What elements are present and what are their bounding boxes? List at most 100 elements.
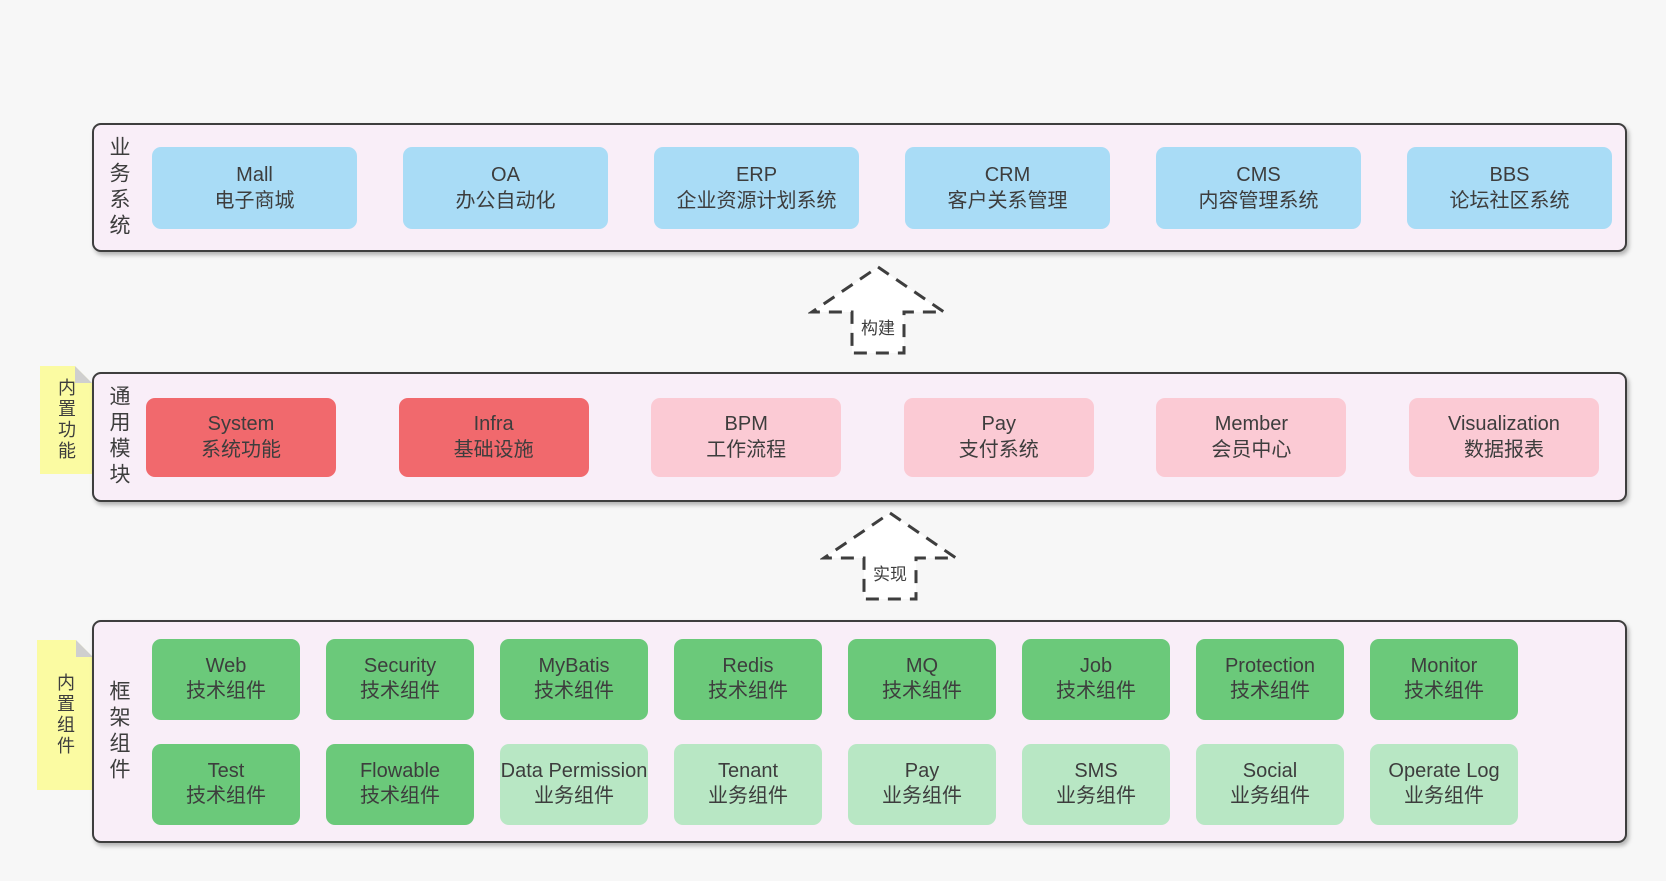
box-name: Infra bbox=[473, 413, 514, 435]
box-subtitle: 技术组件 bbox=[186, 680, 266, 702]
component-box-redis: Redis 技术组件 bbox=[674, 638, 822, 720]
box-subtitle: 办公自动化 bbox=[455, 189, 556, 212]
sticky-note-builtin-components: 内置组件 bbox=[37, 640, 93, 790]
box-name: Social bbox=[1242, 760, 1298, 782]
layer-framework-components: 框架组件 Web 技术组件 Security 技术组件 MyBatis 技术组件… bbox=[92, 620, 1627, 843]
box-name: CRM bbox=[984, 163, 1031, 186]
box-subtitle: 技术组件 bbox=[360, 680, 440, 702]
business-box-mall: Mall 电子商城 bbox=[152, 146, 357, 229]
box-name: Pay bbox=[981, 413, 1017, 435]
box-name: Member bbox=[1214, 413, 1289, 435]
box-subtitle: 技术组件 bbox=[708, 680, 788, 702]
box-subtitle: 技术组件 bbox=[882, 680, 962, 702]
component-box-security: Security 技术组件 bbox=[326, 638, 474, 720]
layer-business-systems: 业务系统 Mall 电子商城 OA 办公自动化 ERP 企业资源计划系统 CRM… bbox=[92, 123, 1627, 252]
components-row-2: Test 技术组件 Flowable 技术组件 Data Permission … bbox=[152, 743, 1625, 825]
business-box-row: Mall 电子商城 OA 办公自动化 ERP 企业资源计划系统 CRM 客户关系… bbox=[142, 125, 1625, 250]
box-subtitle: 电子商城 bbox=[214, 189, 295, 212]
box-name: BBS bbox=[1489, 163, 1530, 186]
box-name: Visualization bbox=[1448, 413, 1560, 435]
box-subtitle: 工作流程 bbox=[706, 439, 787, 461]
box-subtitle: 基础设施 bbox=[453, 439, 534, 461]
box-subtitle: 业务组件 bbox=[1404, 785, 1484, 807]
module-box-bpm: BPM 工作流程 bbox=[651, 397, 842, 477]
business-box-crm: CRM 客户关系管理 bbox=[905, 146, 1110, 229]
box-name: System bbox=[207, 413, 275, 435]
module-box-visualization: Visualization 数据报表 bbox=[1408, 397, 1599, 477]
box-subtitle: 技术组件 bbox=[1056, 680, 1136, 702]
component-box-social: Social 业务组件 bbox=[1196, 743, 1344, 825]
box-name: Job bbox=[1079, 655, 1113, 677]
box-subtitle: 客户关系管理 bbox=[947, 189, 1068, 212]
component-box-mybatis: MyBatis 技术组件 bbox=[500, 638, 648, 720]
box-name: Security bbox=[363, 655, 437, 677]
build-arrow-label: 构建 bbox=[859, 314, 897, 339]
business-box-erp: ERP 企业资源计划系统 bbox=[654, 146, 859, 229]
box-name: OA bbox=[491, 163, 520, 186]
box-name: MQ bbox=[905, 655, 939, 677]
box-name: Mall bbox=[236, 163, 273, 186]
box-subtitle: 企业资源计划系统 bbox=[676, 189, 837, 212]
layer-title: 通用模块 bbox=[94, 374, 142, 500]
component-box-tenant: Tenant 业务组件 bbox=[674, 743, 822, 825]
box-subtitle: 业务组件 bbox=[534, 785, 614, 807]
box-name: Tenant bbox=[717, 760, 779, 782]
up-arrow-icon bbox=[820, 511, 960, 601]
module-box-system: System 系统功能 bbox=[146, 397, 336, 477]
module-box-pay: Pay 支付系统 bbox=[903, 397, 1094, 477]
component-box-job: Job 技术组件 bbox=[1022, 638, 1170, 720]
box-name: Test bbox=[207, 760, 245, 782]
box-subtitle: 技术组件 bbox=[360, 785, 440, 807]
component-box-operate-log: Operate Log 业务组件 bbox=[1370, 743, 1518, 825]
component-box-sms: SMS 业务组件 bbox=[1022, 743, 1170, 825]
implement-arrow-label: 实现 bbox=[871, 560, 909, 585]
module-box-member: Member 会员中心 bbox=[1156, 397, 1347, 477]
business-box-cms: CMS 内容管理系统 bbox=[1156, 146, 1361, 229]
business-box-bbs: BBS 论坛社区系统 bbox=[1407, 146, 1612, 229]
components-rows: Web 技术组件 Security 技术组件 MyBatis 技术组件 Redi… bbox=[142, 622, 1625, 841]
component-box-pay: Pay 业务组件 bbox=[848, 743, 996, 825]
box-name: Pay bbox=[904, 760, 940, 782]
box-name: Operate Log bbox=[1388, 760, 1500, 782]
box-name: Web bbox=[205, 655, 247, 677]
sticky-note-label: 内置功能 bbox=[56, 378, 76, 462]
box-name: BPM bbox=[724, 413, 768, 435]
component-box-flowable: Flowable 技术组件 bbox=[326, 743, 474, 825]
layer-common-modules: 通用模块 System 系统功能 Infra 基础设施 BPM 工作流程 Pay… bbox=[92, 372, 1627, 502]
box-subtitle: 业务组件 bbox=[1230, 785, 1310, 807]
box-name: Monitor bbox=[1410, 655, 1478, 677]
box-subtitle: 技术组件 bbox=[1230, 680, 1310, 702]
box-name: Flowable bbox=[359, 760, 441, 782]
layer-title-text: 框架组件 bbox=[107, 679, 130, 784]
component-box-monitor: Monitor 技术组件 bbox=[1370, 638, 1518, 720]
component-box-protection: Protection 技术组件 bbox=[1196, 638, 1344, 720]
box-subtitle: 论坛社区系统 bbox=[1449, 189, 1570, 212]
module-box-infra: Infra 基础设施 bbox=[398, 397, 589, 477]
layer-title: 业务系统 bbox=[94, 125, 142, 250]
box-name: MyBatis bbox=[538, 655, 610, 677]
up-arrow-icon bbox=[808, 265, 948, 355]
box-subtitle: 支付系统 bbox=[958, 439, 1039, 461]
box-subtitle: 技术组件 bbox=[534, 680, 614, 702]
box-subtitle: 技术组件 bbox=[1404, 680, 1484, 702]
business-box-oa: OA 办公自动化 bbox=[403, 146, 608, 229]
box-subtitle: 业务组件 bbox=[882, 785, 962, 807]
box-subtitle: 数据报表 bbox=[1463, 439, 1544, 461]
box-name: Data Permission bbox=[500, 760, 648, 782]
box-subtitle: 系统功能 bbox=[201, 439, 281, 461]
layer-title-text: 通用模块 bbox=[107, 385, 130, 489]
box-subtitle: 内容管理系统 bbox=[1198, 189, 1319, 212]
box-name: SMS bbox=[1074, 760, 1118, 782]
layer-title: 框架组件 bbox=[94, 622, 142, 841]
component-box-test: Test 技术组件 bbox=[152, 743, 300, 825]
component-box-mq: MQ 技术组件 bbox=[848, 638, 996, 720]
box-name: Redis bbox=[722, 655, 774, 677]
layer-title-text: 业务系统 bbox=[107, 135, 130, 240]
box-subtitle: 业务组件 bbox=[708, 785, 788, 807]
implement-arrow: 实现 bbox=[820, 510, 960, 602]
build-arrow: 构建 bbox=[808, 264, 948, 356]
box-subtitle: 业务组件 bbox=[1056, 785, 1136, 807]
components-row-1: Web 技术组件 Security 技术组件 MyBatis 技术组件 Redi… bbox=[152, 638, 1625, 720]
box-subtitle: 技术组件 bbox=[186, 785, 266, 807]
